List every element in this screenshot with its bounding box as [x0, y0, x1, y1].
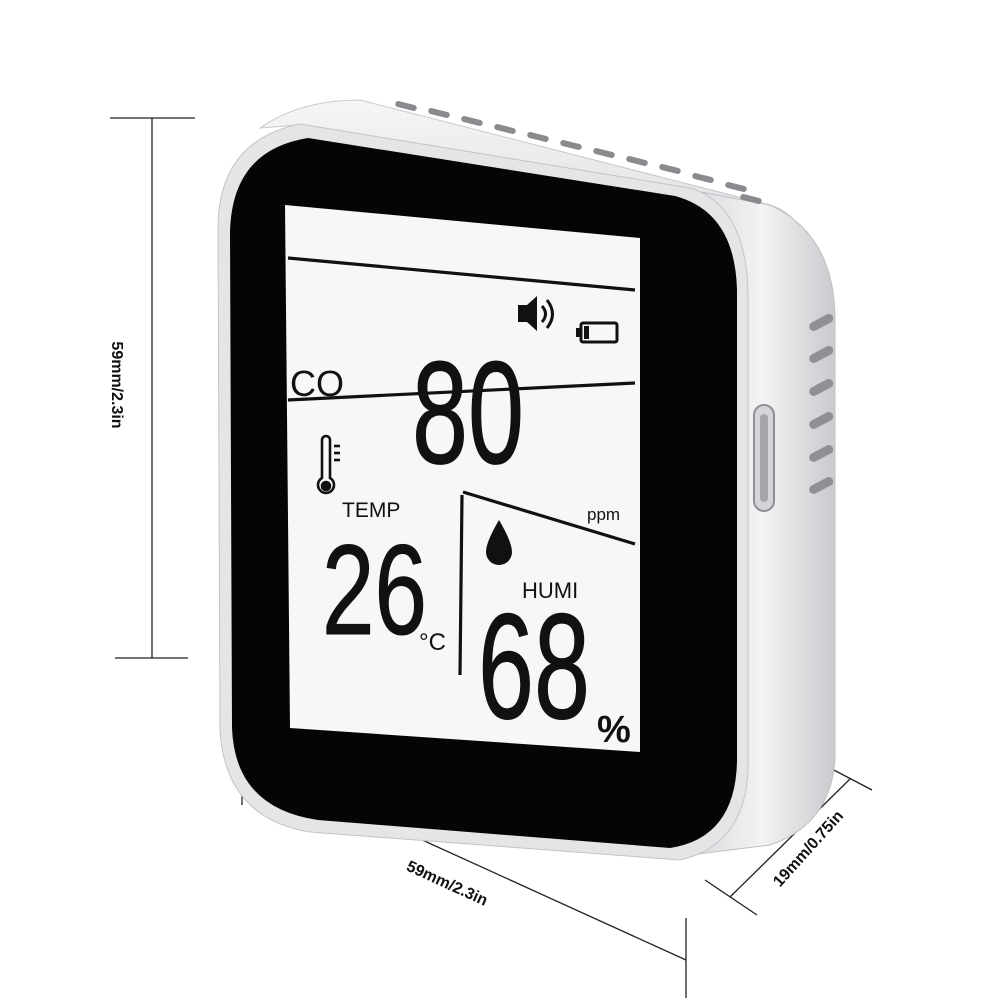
- gas-label: CO: [290, 363, 344, 404]
- top-vents: [395, 101, 762, 204]
- humi-unit: %: [597, 709, 631, 751]
- humi-value: 68: [478, 582, 590, 750]
- depth-dimension: [704, 767, 873, 916]
- temp-unit: °C: [419, 629, 446, 656]
- side-vents: [809, 313, 834, 494]
- height-label: 59mm/2.3in: [108, 341, 125, 428]
- thermometer-icon: [316, 434, 340, 495]
- water-drop-icon: [486, 520, 512, 565]
- usb-c-port: [753, 404, 775, 512]
- gas-value: 80: [412, 331, 524, 494]
- temp-value: 26: [322, 519, 427, 662]
- speaker-icon: [518, 296, 554, 331]
- lcd-divider-lines: [287, 256, 636, 676]
- width-label: 59mm/2.3in: [404, 858, 490, 910]
- height-dimension: [110, 117, 195, 659]
- temp-label: TEMP: [342, 499, 400, 522]
- gas-unit: ppm: [587, 505, 620, 524]
- humi-label: HUMI: [522, 578, 578, 603]
- lcd-screen: [285, 205, 640, 752]
- battery-icon: [576, 321, 619, 344]
